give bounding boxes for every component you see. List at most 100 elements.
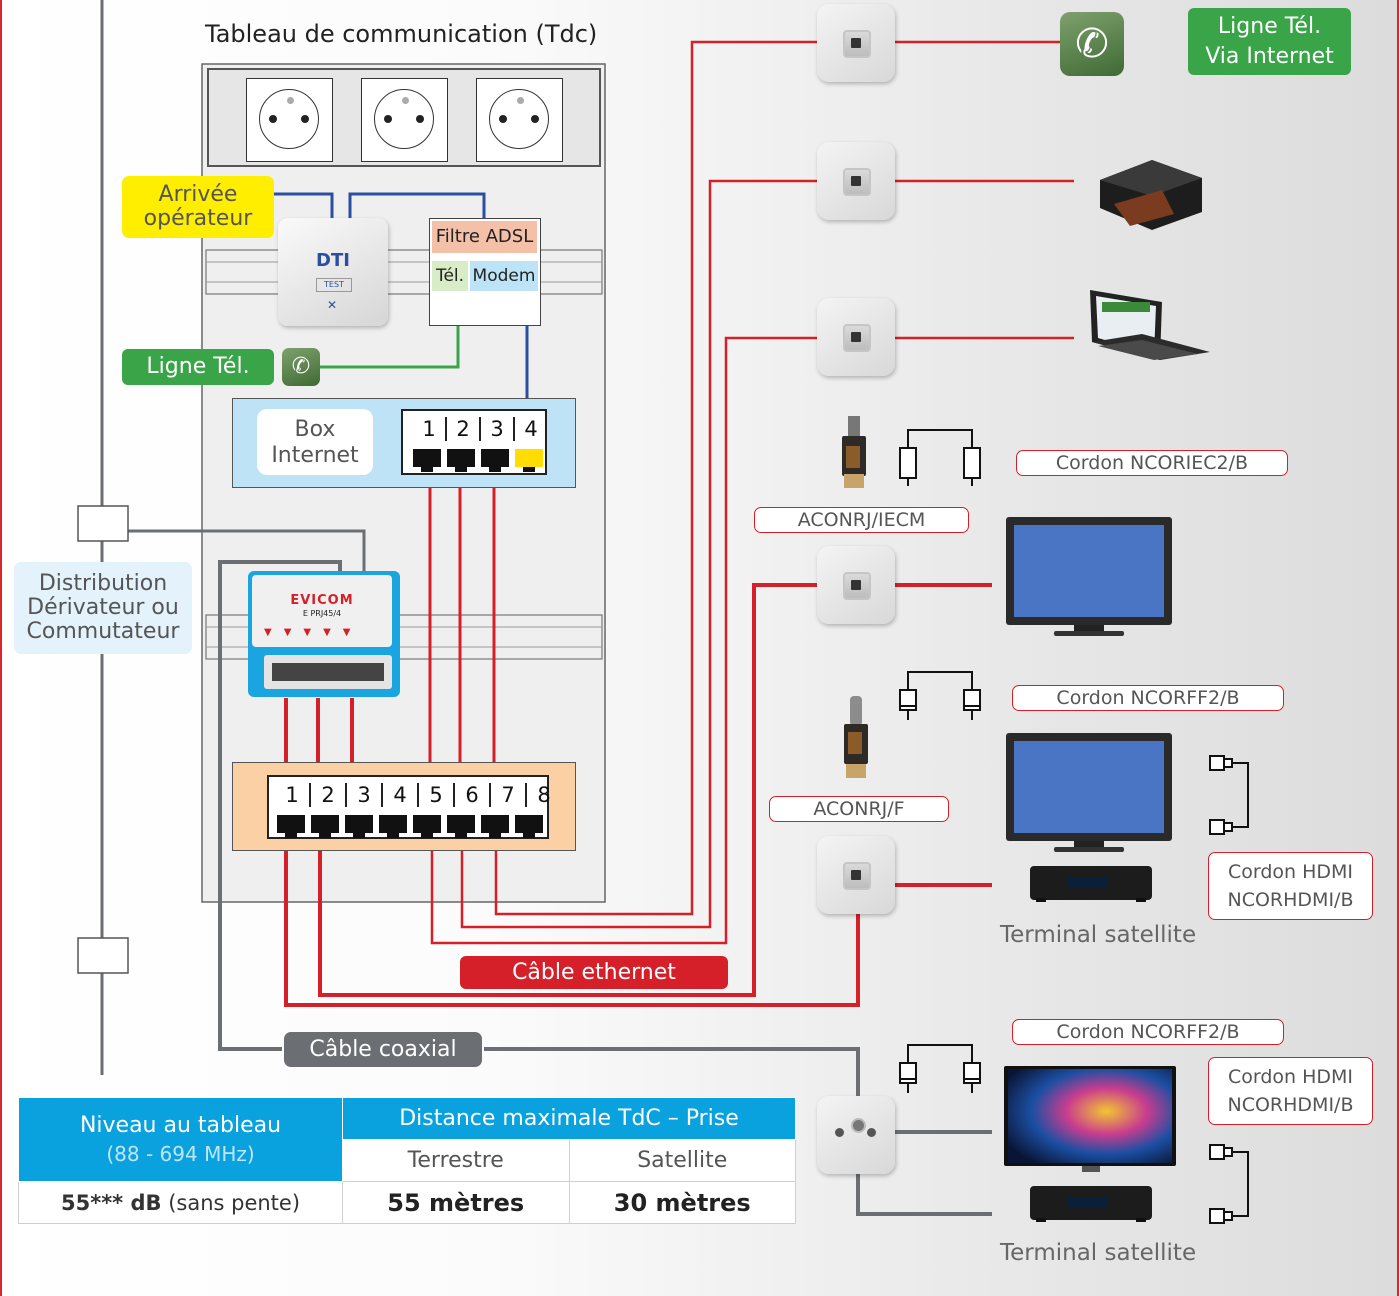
box-rj-port[interactable] — [447, 449, 475, 472]
box-port-num: 3 — [481, 417, 515, 441]
tv-1 — [1006, 517, 1172, 636]
power-outlet-3 — [476, 78, 563, 162]
table-header-niveau-title: Niveau au tableau — [79, 1113, 282, 1138]
splitter-face: EVICOM E PRJ45/4 ▼▼▼▼▼ — [252, 575, 392, 647]
splitter-ports — [264, 655, 392, 689]
din-rail-2 — [205, 614, 603, 660]
cordon-hdmi-sketch-2 — [1209, 1144, 1249, 1224]
filtre-modem-port: Modem — [470, 261, 538, 291]
dti-module: DTI TEST ✕ — [278, 218, 388, 326]
splitter-arrows-icon: ▼▼▼▼▼ — [264, 627, 363, 638]
splitter-model: E PRJ45/4 — [302, 609, 342, 618]
tv-3 — [1004, 1066, 1176, 1172]
table-val-niveau-note: (sans pente) — [161, 1190, 301, 1215]
box-port-num: 1 — [413, 417, 447, 441]
switch-port-num: 5 — [419, 783, 455, 807]
switch-port-panel: 1 2 3 4 5 6 7 8 — [267, 775, 551, 839]
terminal-satellite-label-1: Terminal satellite — [1000, 922, 1197, 948]
switch-rj-port[interactable] — [481, 815, 509, 838]
switch-port-num: 6 — [455, 783, 491, 807]
switch-port-numbers: 1 2 3 4 5 6 7 8 — [275, 783, 561, 807]
switch-rj-port[interactable] — [413, 815, 441, 838]
cordon-iec-label: Cordon NCORIEC2/B — [1016, 450, 1288, 476]
info-table: Niveau au tableau (88 - 694 MHz) Distanc… — [17, 1097, 796, 1224]
tv-sat-wall-socket — [817, 1096, 895, 1174]
cordon-iec-sketch — [899, 429, 981, 486]
ligne-internet-label: Ligne Tél. Via Internet — [1188, 8, 1351, 75]
distribution-label: Distribution Dérivateur ou Commutateur — [14, 562, 192, 654]
table-header-niveau-range: (88 - 694 MHz) — [106, 1142, 255, 1166]
phone-icon: ✆ — [282, 348, 320, 386]
box-port-panel: 1 2 3 4 — [401, 409, 547, 475]
switch-port-num: 8 — [537, 783, 551, 807]
cordon-ff2-label-2: Cordon NCORFF2/B — [1012, 1019, 1284, 1045]
rj45-wall-socket-4 — [817, 546, 895, 624]
box-port-num: 2 — [447, 417, 481, 441]
table-sub-satellite: Satellite — [568, 1139, 796, 1182]
rj45-wall-socket-2 — [817, 142, 895, 220]
box-rj-port[interactable] — [413, 449, 441, 472]
table-val-satellite: 30 mètres — [568, 1181, 796, 1224]
tv-2 — [1006, 733, 1172, 852]
cordon-hdmi-label-1: Cordon HDMI NCORHDMI/B — [1208, 852, 1373, 920]
riser-box-1 — [77, 505, 129, 542]
arrivee-operateur: Arrivée opérateur — [122, 176, 274, 238]
riser-box-2 — [77, 937, 129, 974]
voip-phone-icon: ✆ — [1060, 12, 1124, 76]
dti-screw-icon: ✕ — [327, 298, 338, 312]
switch-rj-port[interactable] — [447, 815, 475, 838]
filtre-adsl: Filtre ADSL Tél. Modem — [429, 218, 541, 326]
switch-rj-port[interactable] — [277, 815, 305, 838]
switch-port-num: 3 — [347, 783, 383, 807]
adapter-aconrj-f — [844, 696, 868, 778]
filtre-tel-port: Tél. — [432, 261, 468, 291]
table-val-niveau: 55*** dB (sans pente) — [17, 1181, 344, 1224]
cordon-ff2-label-1: Cordon NCORFF2/B — [1012, 685, 1284, 711]
adapter-aconrj-iecm — [842, 416, 866, 488]
box-internet: Box Internet 1 2 3 4 — [232, 398, 576, 488]
laptop — [1090, 290, 1210, 360]
cable-ethernet-label: Câble ethernet — [460, 956, 728, 989]
table-sub-terrestre: Terrestre — [342, 1139, 570, 1182]
switch-port-num: 7 — [491, 783, 527, 807]
ligne-tel-label: Ligne Tél. — [122, 349, 274, 385]
switch-rj-port[interactable] — [379, 815, 407, 838]
rj45-wall-socket-5 — [817, 836, 895, 914]
ethernet-switch: 1 2 3 4 5 6 7 8 — [232, 762, 576, 851]
rj45-wall-socket-1 — [817, 4, 895, 82]
switch-port-num: 2 — [311, 783, 347, 807]
printer — [1100, 160, 1202, 230]
filtre-title: Filtre ADSL — [432, 221, 537, 253]
switch-rj-port[interactable] — [515, 815, 543, 838]
cordon-hdmi-sketch-1 — [1209, 755, 1249, 835]
splitter-brand: EVICOM — [290, 593, 354, 608]
dti-label: DTI — [316, 250, 350, 271]
cordon-hdmi-label-2: Cordon HDMI NCORHDMI/B — [1208, 1057, 1373, 1125]
terminal-satellite-label-2: Terminal satellite — [1000, 1240, 1197, 1266]
tdc-title: Tableau de communication (Tdc) — [205, 20, 598, 48]
box-rj-port[interactable] — [481, 449, 509, 472]
terminal-satellite-1-device — [1030, 866, 1152, 902]
box-port-num: 4 — [524, 417, 538, 441]
aconrj-f-label: ACONRJ/F — [769, 796, 949, 822]
switch-rj-port[interactable] — [311, 815, 339, 838]
box-label: Box Internet — [257, 409, 373, 475]
terminal-satellite-2-device — [1030, 1186, 1152, 1222]
din-rail-1 — [205, 249, 603, 295]
cordon-ff2-sketch-1 — [899, 671, 981, 720]
table-header-niveau: Niveau au tableau (88 - 694 MHz) — [17, 1097, 344, 1182]
table-header-distance: Distance maximale TdC – Prise — [342, 1097, 796, 1140]
aconrj-iecm-label: ACONRJ/IECM — [754, 507, 969, 533]
cordon-ff2-sketch-2 — [899, 1044, 981, 1093]
switch-port-num: 1 — [275, 783, 311, 807]
evicom-splitter: EVICOM E PRJ45/4 ▼▼▼▼▼ — [248, 571, 400, 697]
table-val-terrestre: 55 mètres — [342, 1181, 570, 1224]
rj45-wall-socket-3 — [817, 298, 895, 376]
dti-test-label: TEST — [316, 278, 352, 292]
switch-rj-port[interactable] — [345, 815, 373, 838]
box-rj-port-yellow[interactable] — [515, 449, 543, 472]
table-val-niveau-db: 55*** dB — [60, 1190, 162, 1215]
power-outlet-1 — [246, 78, 333, 162]
cable-coaxial-label: Câble coaxial — [284, 1032, 482, 1067]
power-outlet-2 — [361, 78, 448, 162]
